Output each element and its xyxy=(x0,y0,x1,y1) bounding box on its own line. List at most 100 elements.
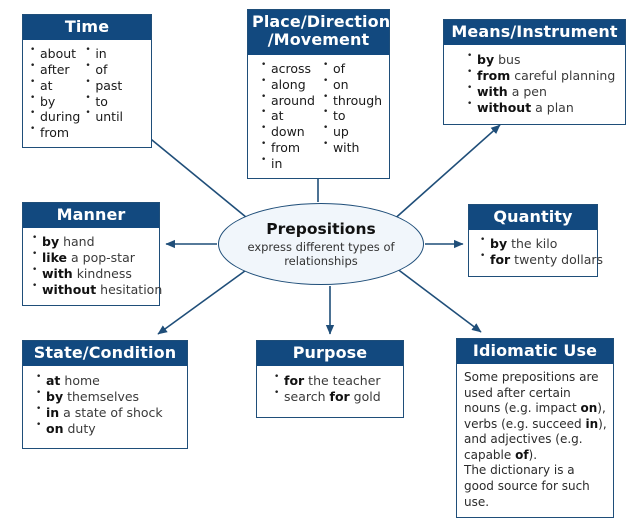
list-item: along xyxy=(260,76,315,93)
list-item: about xyxy=(29,45,80,62)
node-quantity-list: by the kilo for twenty dollars xyxy=(479,235,603,268)
keyword: for xyxy=(490,251,511,267)
node-state-condition[interactable]: State/Condition at home by themselves in… xyxy=(22,340,188,450)
keyword: by xyxy=(46,388,64,404)
node-manner-body: by hand like a pop-star with kindness wi… xyxy=(23,227,163,306)
node-quantity[interactable]: Quantity by the kilo for twenty dollars xyxy=(468,204,603,277)
diagram-canvas: Time about after at by during from in of… xyxy=(0,0,640,480)
keyword: by xyxy=(42,233,60,249)
list-item: search for gold xyxy=(273,388,399,405)
node-quantity-title: Quantity xyxy=(469,205,597,230)
example-text: careful planning xyxy=(510,67,616,83)
node-purpose-title: Purpose xyxy=(257,341,403,366)
list-item: by hand xyxy=(31,233,155,250)
example-text: a pop-star xyxy=(67,249,135,265)
keyword: by xyxy=(477,51,495,67)
text-segment: ). xyxy=(528,447,538,462)
node-purpose-body: for the teacher search for gold xyxy=(257,365,403,417)
list-item: until xyxy=(84,108,123,125)
node-means-list: by bus from careful planning with a pen … xyxy=(466,51,619,116)
node-time-column-2: in of past to until xyxy=(84,45,123,141)
node-idiomatic-body: Some prepositions are used after certain… xyxy=(457,363,613,518)
list-item: across xyxy=(260,60,315,77)
example-text: themselves xyxy=(63,388,140,404)
keyword: on xyxy=(580,401,598,416)
keyword: from xyxy=(477,67,511,83)
node-place-column-2: of on through to up with xyxy=(322,60,382,172)
keyword: in xyxy=(46,404,60,420)
node-means-instrument[interactable]: Means/Instrument by bus from careful pla… xyxy=(443,19,626,126)
list-item: by xyxy=(29,93,80,110)
node-state-list: at home by themselves in a state of shoc… xyxy=(35,372,183,437)
center-title: Prepositions xyxy=(266,219,376,238)
list-item: with kindness xyxy=(31,265,155,282)
node-idiomatic-use[interactable]: Idiomatic Use Some prepositions are used… xyxy=(456,338,614,518)
list-item: after xyxy=(29,61,80,78)
example-text: a plan xyxy=(531,99,574,115)
list-item: through xyxy=(322,92,382,109)
keyword: by xyxy=(490,235,508,251)
list-item: for the teacher xyxy=(273,372,399,389)
arrow-center-to-state xyxy=(157,267,250,335)
node-place-body: across along around at down from in of o… xyxy=(248,54,389,178)
node-state-body: at home by themselves in a state of shoc… xyxy=(23,365,187,449)
node-state-title: State/Condition xyxy=(23,341,187,366)
list-item: like a pop-star xyxy=(31,249,155,266)
keyword: at xyxy=(46,372,61,388)
list-item: in a state of shock xyxy=(35,404,183,421)
text-segment: ), and adjectives (e.g. capable xyxy=(464,416,607,462)
list-item: up xyxy=(322,123,382,140)
node-time-title: Time xyxy=(23,15,151,40)
node-purpose[interactable]: Purpose for the teacher search for gold xyxy=(256,340,404,418)
list-item: by bus xyxy=(466,51,619,68)
list-item: to xyxy=(84,93,123,110)
list-item: from xyxy=(260,139,315,156)
center-subtitle: express different types of relationships xyxy=(247,239,395,268)
list-item: at home xyxy=(35,372,183,389)
list-item: from xyxy=(29,124,80,141)
node-manner-title: Manner xyxy=(23,203,159,228)
list-item: by the kilo xyxy=(479,235,593,252)
list-item: by themselves xyxy=(35,388,183,405)
list-item: from careful planning xyxy=(466,67,619,84)
example-text: the teacher xyxy=(304,372,381,388)
node-means-body: by bus from careful planning with a pen … xyxy=(444,44,625,125)
keyword: for xyxy=(329,388,350,404)
list-item: of xyxy=(84,61,123,78)
example-text: hesitation xyxy=(96,281,163,297)
node-place-column-1: across along around at down from in xyxy=(260,60,315,172)
keyword: on xyxy=(46,420,64,436)
list-item: with xyxy=(322,139,382,156)
arrow-center-to-idiomatic xyxy=(395,267,482,333)
keyword: in xyxy=(585,416,599,431)
keyword: without xyxy=(477,99,532,115)
node-manner[interactable]: Manner by hand like a pop-star with kind… xyxy=(22,202,163,307)
text-segment: ), verbs (e.g. succeed xyxy=(464,401,606,431)
idiomatic-paragraph-1: Some prepositions are used after certain… xyxy=(464,370,608,464)
keyword: without xyxy=(42,281,97,297)
text-segment: Some prepositions are used after certain… xyxy=(464,369,599,416)
example-text: bus xyxy=(494,51,521,67)
example-text: kindness xyxy=(72,265,132,281)
node-place-title-line1: Place/Direction xyxy=(252,12,391,31)
idiomatic-paragraph-2: The dictionary is a good source for such… xyxy=(464,463,590,509)
list-item: on duty xyxy=(35,420,183,437)
example-text: the kilo xyxy=(507,235,558,251)
example-text: a state of shock xyxy=(59,404,163,420)
node-time-column-1: about after at by during from xyxy=(29,45,80,141)
node-idiomatic-title: Idiomatic Use xyxy=(457,339,613,364)
node-means-title: Means/Instrument xyxy=(444,20,625,45)
list-item: of xyxy=(322,60,382,77)
example-text: a pen xyxy=(507,83,547,99)
example-text: gold xyxy=(349,388,381,404)
center-node-prepositions[interactable]: Prepositions express different types of … xyxy=(218,203,424,285)
keyword: for xyxy=(284,372,305,388)
node-time[interactable]: Time about after at by during from in of… xyxy=(22,14,152,149)
list-item: during xyxy=(29,108,80,125)
node-quantity-body: by the kilo for twenty dollars xyxy=(469,229,603,276)
keyword: like xyxy=(42,249,68,265)
node-time-body: about after at by during from in of past… xyxy=(23,39,151,148)
example-text: duty xyxy=(63,420,96,436)
node-place-title: Place/Direction /Movement xyxy=(248,10,391,55)
node-place-direction-movement[interactable]: Place/Direction /Movement across along a… xyxy=(247,9,390,179)
